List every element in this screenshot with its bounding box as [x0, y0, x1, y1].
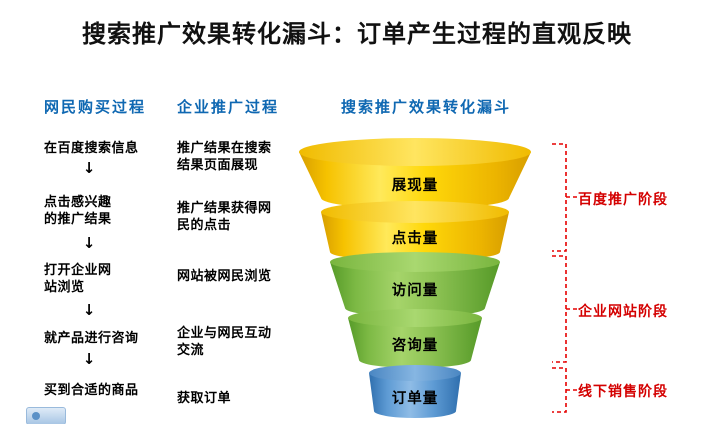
- stage-label-baidu-promotion: 百度推广阶段: [578, 192, 668, 208]
- funnel-layer-2-label: 点击量: [392, 229, 439, 247]
- funnel-layer-5-top: [369, 365, 461, 381]
- down-arrow-icon: ↓: [82, 301, 96, 319]
- funnel-layer-5-label: 订单量: [392, 389, 439, 407]
- netizen-step-2: 点击感兴趣 的推广结果: [44, 195, 112, 227]
- enterprise-step-4: 企业与网民互动 交流: [177, 326, 272, 358]
- funnel-layer-1-body: [299, 152, 531, 209]
- funnel-layer-3-top: [330, 252, 500, 272]
- enterprise-step-5: 获取订单: [177, 391, 232, 406]
- funnel-layer-4-top: [348, 309, 482, 327]
- funnel-layer-5-body: [369, 373, 461, 418]
- netizen-step-3: 打开企业网 站浏览: [44, 263, 112, 295]
- stage-label-offline-sales: 线下销售阶段: [578, 384, 668, 400]
- conversion-funnel: 展现量 点击量 访问量 咨询量 订单量: [299, 138, 531, 418]
- stage-label-enterprise-website: 企业网站阶段: [578, 304, 668, 320]
- down-arrow-icon: ↓: [82, 234, 96, 252]
- netizen-step-4: 就产品进行咨询: [44, 331, 139, 346]
- column-header-enterprise: 企业推广过程: [177, 98, 280, 116]
- page-title: 搜索推广效果转化漏斗：订单产生过程的直观反映: [82, 20, 632, 48]
- enterprise-step-2: 推广结果获得网 民的点击: [177, 201, 272, 233]
- column-header-funnel: 搜索推广效果转化漏斗: [341, 98, 512, 116]
- stage-brackets: [552, 143, 580, 413]
- enterprise-step-1: 推广结果在搜索 结果页面展现: [177, 141, 272, 173]
- netizen-step-5: 买到合适的商品: [44, 383, 139, 398]
- corner-watermark-logo: [26, 407, 66, 424]
- down-arrow-icon: ↓: [82, 350, 96, 368]
- corner-watermark-dot: [32, 412, 40, 420]
- funnel-layer-4-body: [348, 318, 482, 368]
- funnel-layer-3-body: [330, 262, 500, 317]
- funnel-layer-2-body: [321, 212, 509, 261]
- funnel-layer-2-top: [321, 201, 509, 223]
- enterprise-step-3: 网站被网民浏览: [177, 269, 272, 284]
- funnel-layer-1-top: [299, 138, 531, 166]
- column-header-netizen: 网民购买过程: [44, 98, 147, 116]
- funnel-layer-1-label: 展现量: [392, 177, 439, 194]
- funnel-layer-3-label: 访问量: [392, 281, 439, 299]
- stage-bracket-1: [552, 143, 580, 252]
- down-arrow-icon: ↓: [82, 159, 96, 177]
- stage-bracket-3: [552, 367, 580, 413]
- funnel-layer-4-label: 咨询量: [392, 336, 439, 354]
- stage-bracket-2: [552, 255, 580, 363]
- netizen-step-1: 在百度搜索信息: [44, 141, 139, 156]
